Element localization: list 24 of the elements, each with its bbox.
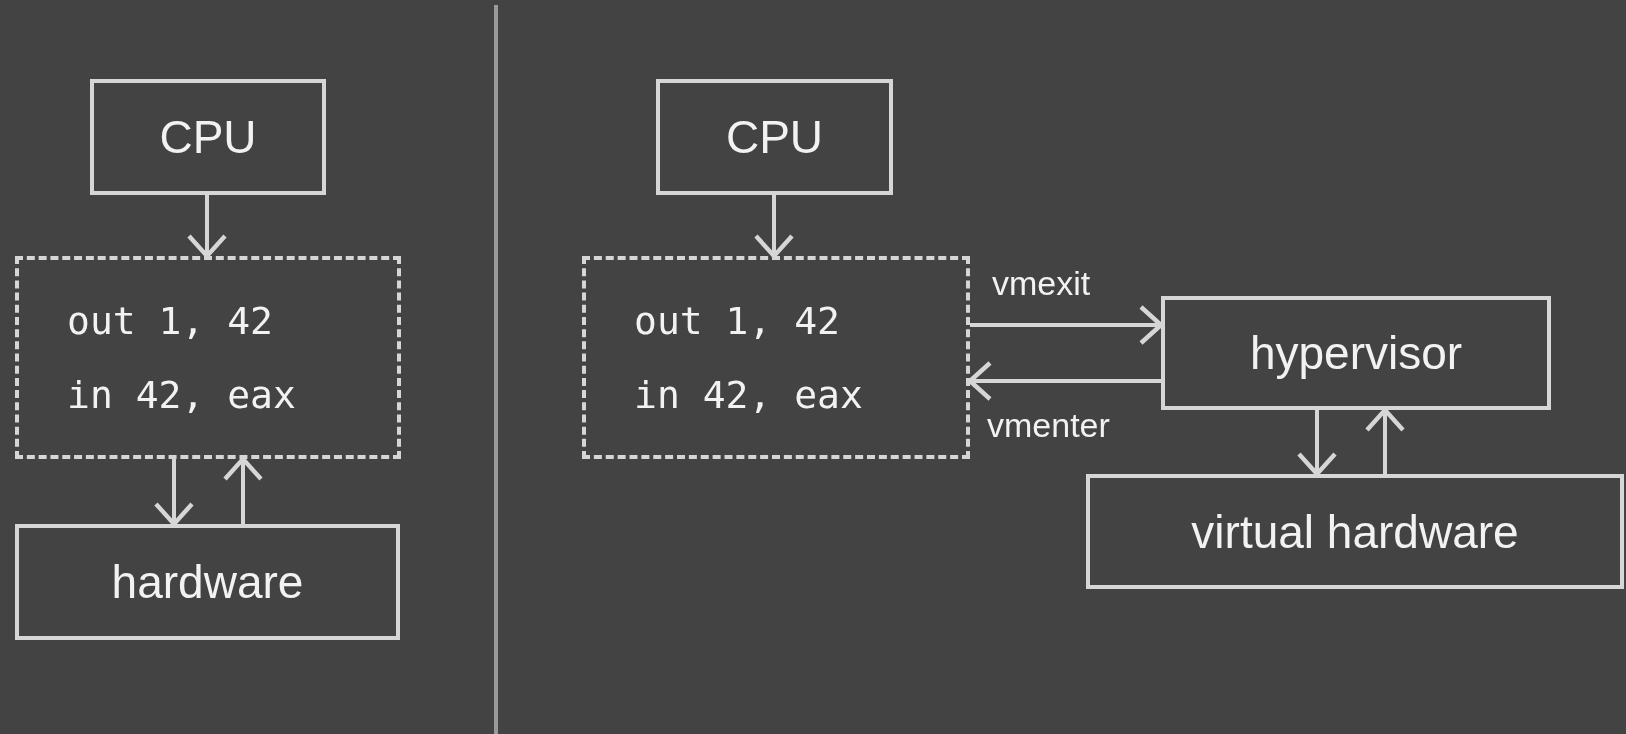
code-box xyxy=(15,256,401,459)
process-box xyxy=(1086,474,1624,589)
process-box xyxy=(15,524,400,640)
node-label: hardware xyxy=(111,555,304,609)
process-box xyxy=(1161,296,1551,410)
code-line: out 1, 42 xyxy=(67,297,273,345)
node-label: CPU xyxy=(725,110,824,164)
process-box xyxy=(90,79,326,195)
arrow xyxy=(186,195,228,259)
node-label: virtual hardware xyxy=(1191,504,1519,559)
node-label: CPU xyxy=(159,110,257,164)
code-line: out 1, 42 xyxy=(634,297,840,345)
process-box xyxy=(656,79,893,195)
code-line: in 42, eax xyxy=(634,371,863,419)
arrow xyxy=(1364,407,1406,474)
arrow xyxy=(153,459,195,527)
code-box xyxy=(582,256,970,459)
arrow xyxy=(1296,410,1338,477)
node-label: hypervisor xyxy=(1249,326,1463,380)
arrow xyxy=(970,304,1164,346)
arrow xyxy=(967,360,1161,402)
arrow xyxy=(222,456,264,524)
arrow xyxy=(753,195,795,259)
code-line: in 42, eax xyxy=(67,371,296,419)
